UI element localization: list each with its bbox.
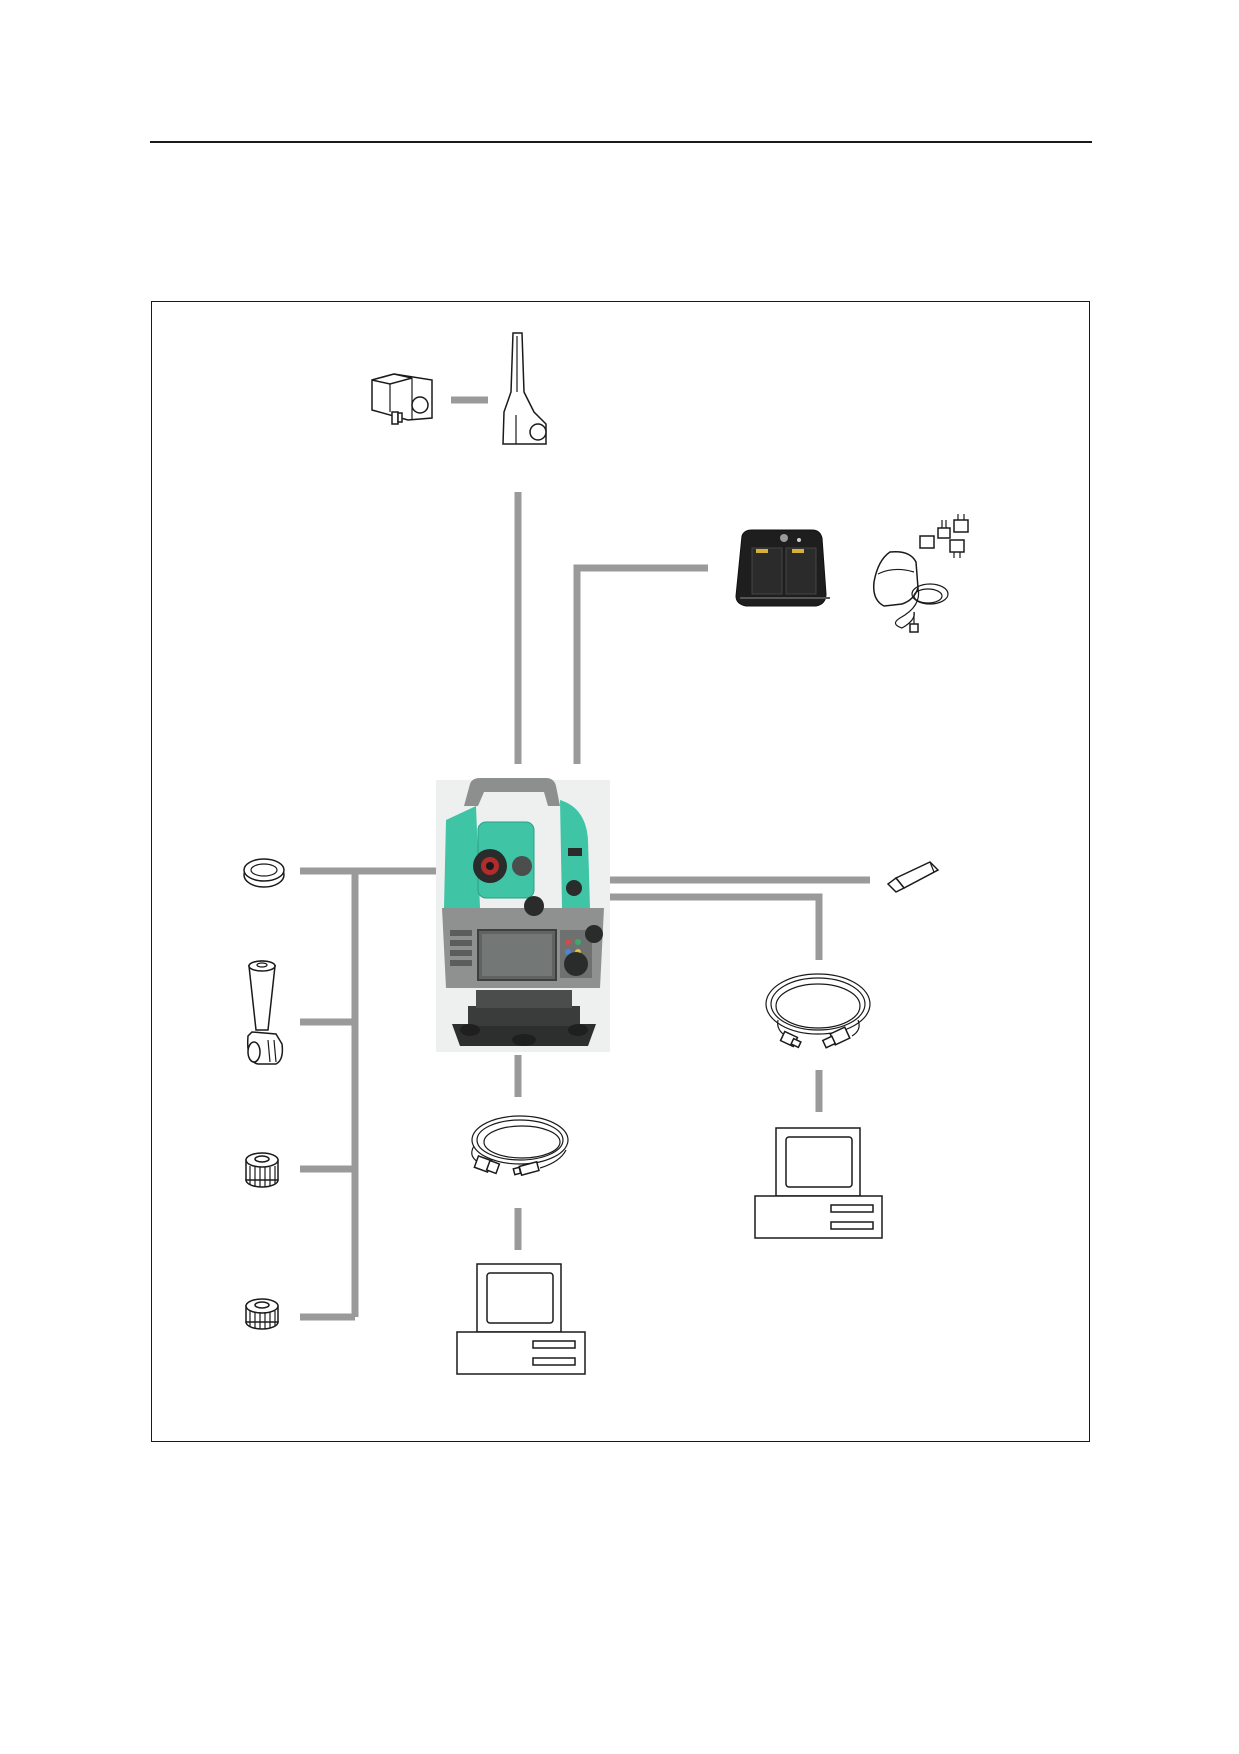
total-station-icon <box>436 778 610 1052</box>
eyepiece-icon <box>246 960 284 1065</box>
connector-lines <box>300 396 870 1321</box>
ac-adapter-icon <box>872 514 969 633</box>
lens-cap-icon <box>243 858 285 888</box>
camera-attachment-icon <box>371 373 433 425</box>
knob-icon <box>245 1298 279 1330</box>
handle-mount-icon <box>502 332 547 445</box>
usb-stick-icon <box>886 861 940 893</box>
connector-charger-instrument <box>573 564 708 764</box>
computer-icon <box>456 1263 586 1375</box>
connector-instrument-usb-cable <box>610 893 823 960</box>
battery-charger-icon <box>735 529 830 607</box>
data-cable-icon <box>471 1115 569 1177</box>
computer-icon <box>754 1127 883 1239</box>
diagram-frame <box>151 301 1090 1442</box>
header-rule <box>150 141 1092 143</box>
usb-cable-icon <box>765 973 871 1049</box>
knob-icon <box>245 1152 279 1188</box>
